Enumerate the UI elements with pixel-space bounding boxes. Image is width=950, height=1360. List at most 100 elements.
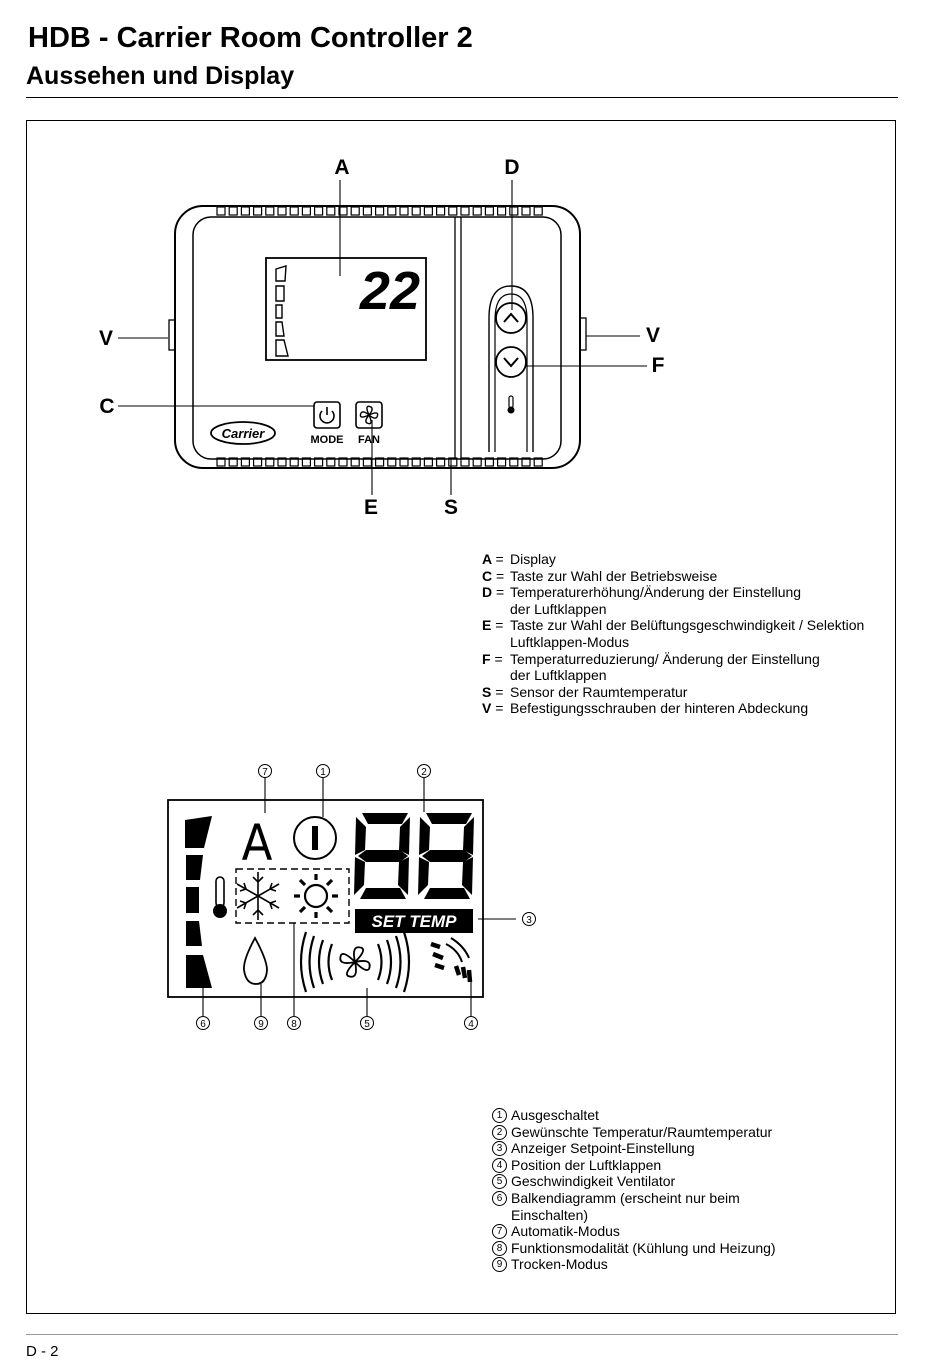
digit-segment — [360, 888, 406, 899]
vent-slot — [277, 206, 287, 216]
digit-segment — [424, 888, 470, 899]
vent-slot — [253, 457, 263, 467]
svg-text:3: 3 — [526, 915, 532, 926]
page-title: HDB - Carrier Room Controller 2 — [28, 22, 473, 54]
figure-frame — [26, 120, 896, 1314]
legend-item: S =Sensor der Raumtemperatur — [482, 683, 688, 700]
digit-segment — [398, 857, 409, 895]
svg-text:2: 2 — [421, 767, 427, 778]
screw-right — [579, 317, 587, 351]
chevron-down-icon — [503, 357, 519, 368]
vent-slot — [375, 206, 385, 216]
vent-slot — [301, 206, 311, 216]
callout-d: D — [504, 156, 519, 179]
vent-slot — [448, 457, 458, 467]
vent-slot — [411, 457, 421, 467]
callout-v-right: V — [646, 324, 660, 347]
mode-label: MODE — [311, 434, 344, 446]
device-legend: A =Display C =Taste zur Wahl der Betrieb… — [482, 551, 890, 717]
callout-5: 5 — [360, 1016, 374, 1030]
callout-v-left: V — [99, 327, 113, 350]
vent-slot — [240, 457, 250, 467]
vent-slot — [399, 457, 409, 467]
svg-text:Carrier: Carrier — [222, 426, 266, 441]
vent-slot — [350, 206, 360, 216]
fan-label: FAN — [358, 434, 380, 446]
vent-slot — [375, 457, 385, 467]
device-callouts: A D V V F C E S — [99, 156, 665, 519]
function-mode-box — [235, 868, 350, 924]
louver-position-icon — [430, 937, 473, 983]
lcd-thermometer-icon — [213, 876, 227, 918]
callout-1: 1 — [316, 764, 330, 778]
lcd-frame — [167, 799, 484, 998]
vent-slot — [484, 206, 494, 216]
mode-button[interactable] — [313, 401, 341, 429]
digit-segment — [419, 817, 430, 855]
footer-rule — [26, 1334, 898, 1335]
vent-slot — [521, 206, 531, 216]
vent-slot — [326, 206, 336, 216]
callout-2: 2 — [417, 764, 431, 778]
legend-item: V =Befestigungsschrauben der hinteren Ab… — [482, 700, 809, 717]
bottom-vent-slots — [216, 457, 543, 467]
vent-slot — [314, 206, 324, 216]
carrier-logo: Carrier — [210, 421, 276, 445]
page-subtitle: Aussehen und Display — [26, 62, 295, 90]
svg-text:5: 5 — [364, 1019, 370, 1030]
vent-slot — [240, 206, 250, 216]
callout-7: 7 — [258, 764, 272, 778]
callout-c: C — [99, 395, 114, 418]
lcd-callouts: 7 1 2 3 6 9 8 5 4 — [196, 764, 536, 1030]
down-button[interactable] — [495, 346, 527, 378]
callout-4: 4 — [464, 1016, 478, 1030]
set-temp-indicator — [355, 909, 473, 933]
device-bar-indicators — [275, 265, 289, 357]
digit-segment — [362, 813, 408, 824]
vent-slot — [472, 206, 482, 216]
svg-text:8: 8 — [291, 1019, 297, 1030]
vent-slot — [326, 457, 336, 467]
digit-segment — [462, 857, 473, 895]
svg-text:9: 9 — [258, 1019, 264, 1030]
digit-segment — [426, 813, 472, 824]
header-rule — [26, 97, 898, 98]
snowflake-icon — [236, 872, 280, 920]
fan-icon — [359, 405, 379, 425]
vent-slot — [423, 206, 433, 216]
vent-slot — [460, 206, 470, 216]
vent-slot — [509, 457, 519, 467]
vent-slot — [338, 457, 348, 467]
up-button[interactable] — [495, 302, 527, 334]
vent-slot — [436, 206, 446, 216]
fan-button[interactable] — [355, 401, 383, 429]
thermometer-icon — [507, 395, 515, 414]
set-temp-label: SET TEMP — [371, 912, 457, 931]
auto-mode-symbol: A — [242, 814, 273, 872]
sun-icon — [294, 874, 338, 918]
device-faceplate — [192, 216, 562, 460]
vent-slot — [265, 206, 275, 216]
power-icon — [319, 410, 335, 424]
drop-icon — [243, 936, 268, 985]
vent-slot — [277, 457, 287, 467]
vent-slot — [521, 457, 531, 467]
digit-segment — [355, 817, 366, 855]
device-illustration: 22 Carrier MODE — [118, 180, 647, 495]
digit-segment — [399, 817, 410, 855]
callout-e: E — [364, 496, 378, 519]
vent-slot — [484, 457, 494, 467]
vent-slot — [289, 206, 299, 216]
vent-slot — [289, 457, 299, 467]
callout-9: 9 — [254, 1016, 268, 1030]
vent-slot — [387, 206, 397, 216]
vent-slot — [362, 206, 372, 216]
